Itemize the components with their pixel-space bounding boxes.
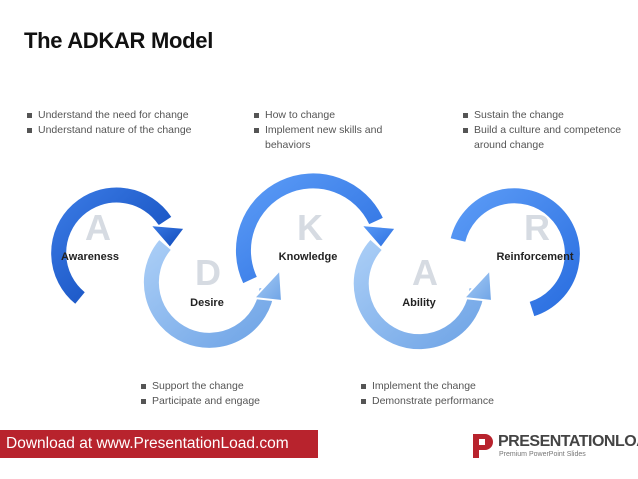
awareness-bullets: Understand the need for change Understan… (26, 108, 236, 138)
bullet-item: Implement the change (360, 379, 540, 394)
label-desire: Desire (190, 297, 224, 309)
letter-a2: A (412, 252, 438, 293)
label-knowledge: Knowledge (279, 251, 338, 263)
knowledge-bullets: How to change Implement new skills and b… (253, 108, 393, 153)
bullet-item: Implement new skills and behaviors (253, 123, 393, 153)
letter-a1: A (85, 207, 111, 248)
bullet-item: Demonstrate performance (360, 394, 540, 409)
knowledge-ring (234, 171, 398, 285)
awareness-ring (49, 185, 187, 306)
bullet-item: Participate and engage (140, 394, 310, 409)
presentationload-logo-icon (473, 434, 493, 458)
bullet-item: Support the change (140, 379, 310, 394)
ability-bullets: Implement the change Demonstrate perform… (360, 379, 540, 409)
bullet-item: How to change (253, 108, 393, 123)
letter-k: K (297, 207, 323, 248)
logo-name: PRESENTATIONLOAD (498, 433, 638, 450)
logo-tagline: Premium PowerPoint Slides (499, 451, 586, 458)
bullet-item: Build a culture and competence around ch… (462, 123, 632, 153)
bullet-item: Understand the need for change (26, 108, 236, 123)
letter-d: D (195, 252, 221, 293)
logo-wordmark: PRESENTATIONLOAD® (498, 433, 638, 451)
label-ability: Ability (402, 297, 436, 309)
bullet-item: Understand nature of the change (26, 123, 236, 138)
label-reinforcement: Reinforcement (496, 251, 573, 263)
ability-ring (351, 238, 494, 352)
download-footer[interactable]: Download at www.PresentationLoad.com (0, 430, 318, 458)
adkar-diagram: A D K A R Awareness Desire Knowledge Abi… (49, 171, 582, 352)
reinforcement-bullets: Sustain the change Build a culture and c… (462, 108, 632, 153)
reinforcement-ring (448, 186, 582, 319)
desire-bullets: Support the change Participate and engag… (140, 379, 310, 409)
label-awareness: Awareness (61, 251, 119, 263)
presentationload-logo: PRESENTATIONLOAD® Premium PowerPoint Sli… (470, 432, 638, 462)
page-title: The ADKAR Model (24, 28, 214, 53)
bullet-item: Sustain the change (462, 108, 632, 123)
letter-r: R (524, 207, 550, 248)
desire-ring (141, 238, 284, 350)
